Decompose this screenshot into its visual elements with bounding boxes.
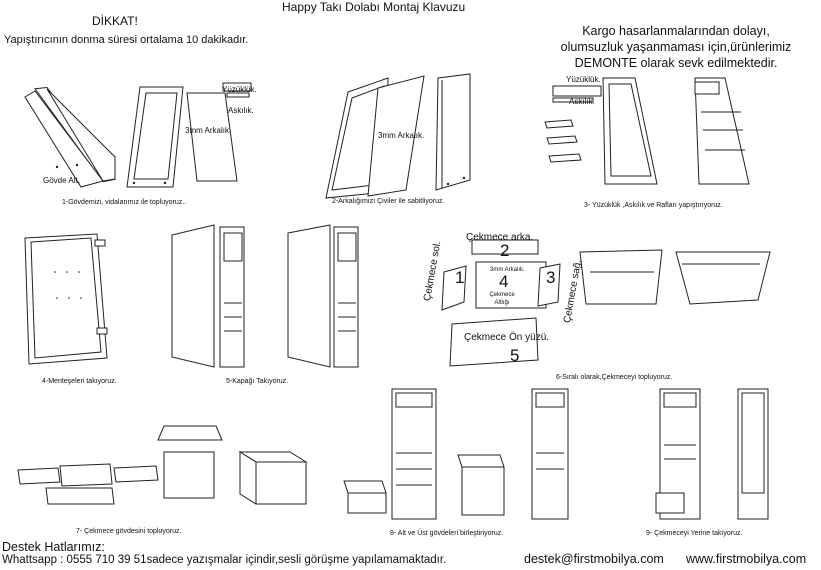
shipping-note-line-1: Kargo hasarlanmalarından dolayı, xyxy=(582,24,770,38)
step5-illustration xyxy=(160,225,410,370)
step9-illustration xyxy=(650,385,780,525)
step7-illustration xyxy=(18,422,318,522)
shipping-note: Kargo hasarlanmalarından dolayı, olumsuz… xyxy=(530,23,821,71)
s5-caption: 5-Kapağı Takıyoruz. xyxy=(226,378,289,385)
s1-back-label: 3mm Arkalık. xyxy=(185,126,232,135)
s6-bottom-label: Çekmece Altlığı xyxy=(489,292,515,306)
step2-illustration xyxy=(318,72,488,202)
step6-illustration xyxy=(440,230,780,370)
s6-num-5: 5 xyxy=(510,346,520,365)
s1-hanger-label: Askılık. xyxy=(228,106,254,115)
s6-num-4: 4 xyxy=(499,272,509,291)
s2-caption: 2-Arkalığımızı Çiviler ile sabitliyoruz. xyxy=(332,198,445,205)
step8-illustration xyxy=(340,385,600,525)
s1-body-label: Gövde Alt. xyxy=(43,176,80,185)
shipping-note-line-3: DEMONTE olarak sevk edilmektedir. xyxy=(574,56,778,70)
website-link[interactable]: www.firstmobilya.com xyxy=(686,552,807,566)
warning-title: DİKKAT! xyxy=(92,14,138,28)
s8-caption: 8- Alt ve Üst gövdeleri birleştiriyoruz. xyxy=(390,530,504,537)
s3-hanger-label: Askılık. xyxy=(569,97,595,106)
step4-illustration xyxy=(15,228,115,368)
email-link[interactable]: destek@firstmobilya.com xyxy=(524,552,664,566)
s6-caption: 6-Sıralı olarak,Çekmeceyi topluyoruz. xyxy=(556,374,673,381)
step3-illustration xyxy=(545,72,765,197)
s7-caption: 7- Çekmece gövdesini topluyoruz. xyxy=(76,528,182,535)
s3-hook-label: Yüzüklük. xyxy=(566,75,601,84)
s6-num-1: 1 xyxy=(455,268,465,287)
step1-illustration xyxy=(15,85,275,195)
s6-front-label: Çekmece Ön yüzü. xyxy=(464,332,550,343)
s9-caption: 9- Çekmeceyi Yerine takıyoruz. xyxy=(646,530,743,537)
s6-back-label: Çekmece arka. xyxy=(466,232,534,243)
warning-text: Yapıştırıcının donma süresi ortalama 10 … xyxy=(4,34,249,46)
whatsapp-line: Whattsapp : 0555 710 39 51sadece yazışma… xyxy=(2,554,447,566)
s6-num-2: 2 xyxy=(500,241,510,260)
s1-caption: 1-Gövdemizi, vidalarımız ile topluyoruz.… xyxy=(62,199,187,206)
s1-hook-label: Yüzüklük. xyxy=(222,85,257,94)
page-title: Happy Takı Dolabı Montaj Klavuzu xyxy=(282,0,466,14)
s2-back-label: 3mm Arkalık. xyxy=(378,131,425,140)
s6-back3mm-label: 3mm Arkalık. xyxy=(490,267,525,273)
support-title: Destek Hatlarımız: xyxy=(2,540,105,554)
s3-caption: 3- Yüzüklük ,Askılık ve Rafları yapıştır… xyxy=(584,202,723,209)
shipping-note-line-2: olumsuzluk yaşanmaması için,ürünlerimiz xyxy=(560,40,792,54)
s4-caption: 4-Menteşeleri takıyoruz. xyxy=(42,378,117,385)
s6-num-3: 3 xyxy=(546,268,556,287)
